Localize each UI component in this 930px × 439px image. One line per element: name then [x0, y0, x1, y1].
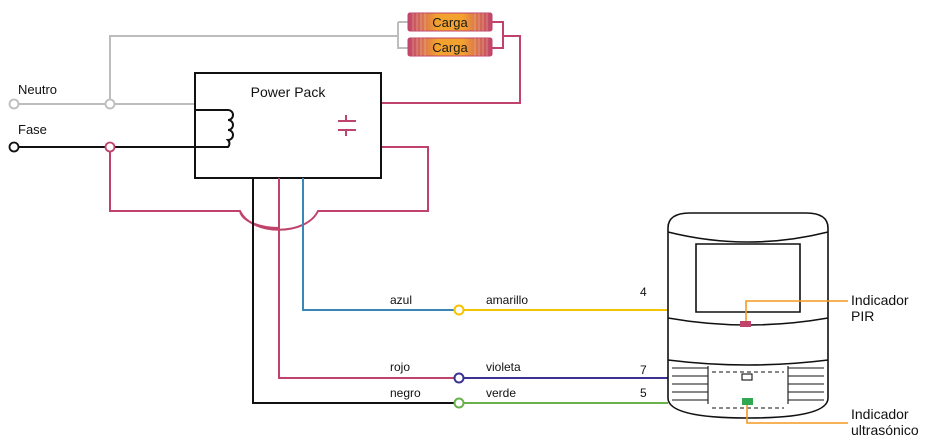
neutral-wire: [16, 21, 408, 105]
neutral-label: Neutro: [18, 82, 57, 97]
terminal-7-label: 7: [640, 363, 647, 377]
ultrasonic-leader-line: [746, 405, 848, 424]
ultrasonic-indicator-label-line1: Indicador: [851, 406, 909, 422]
ultrasonic-grille-icon: [672, 366, 824, 404]
wire-label-negro: negro: [390, 386, 421, 400]
sensor-device: [667, 212, 829, 419]
neutral-terminal-icon: [8, 98, 20, 110]
phase-terminal-icon: [8, 141, 20, 153]
terminal-4-label: 4: [640, 285, 647, 299]
transformer-coil-icon: [195, 109, 234, 148]
load-2-label: Carga: [432, 40, 468, 55]
power-pack-label: Power Pack: [251, 84, 327, 100]
pir-indicator-label-line1: Indicador: [851, 292, 909, 308]
power-pack: Power Pack: [194, 72, 382, 179]
pir-indicator-label-line2: PIR: [851, 308, 874, 324]
relay-contact-icon: [338, 115, 356, 136]
pir-led-icon: [740, 321, 751, 327]
load-1-label: Carga: [432, 15, 468, 30]
blue-lead: [302, 178, 459, 311]
wire-label-verde: verde: [486, 386, 516, 400]
wire-label-rojo: rojo: [390, 360, 410, 374]
wire-label-amarillo: amarillo: [486, 293, 528, 307]
red-violet-splice-icon: [453, 372, 465, 384]
pir-lens-window: [695, 243, 801, 313]
black-lead: [252, 178, 459, 404]
wire-label-violeta: violeta: [486, 360, 521, 374]
blue-yellow-splice-icon: [453, 304, 465, 316]
load-2: Carga: [407, 37, 493, 57]
wire-label-azul: azul: [390, 293, 412, 307]
ultrasonic-led-icon: [742, 398, 753, 405]
load-1: Carga: [407, 12, 493, 32]
neutral-junction-icon: [104, 98, 116, 110]
phase-label: Fase: [18, 122, 47, 137]
ultrasonic-indicator-label-line2: ultrasónico: [851, 422, 919, 438]
red-lead: [278, 178, 459, 379]
pir-leader-line: [745, 300, 848, 321]
phase-junction-icon: [104, 141, 116, 153]
terminal-5-label: 5: [640, 386, 647, 400]
black-green-splice-icon: [453, 397, 465, 409]
